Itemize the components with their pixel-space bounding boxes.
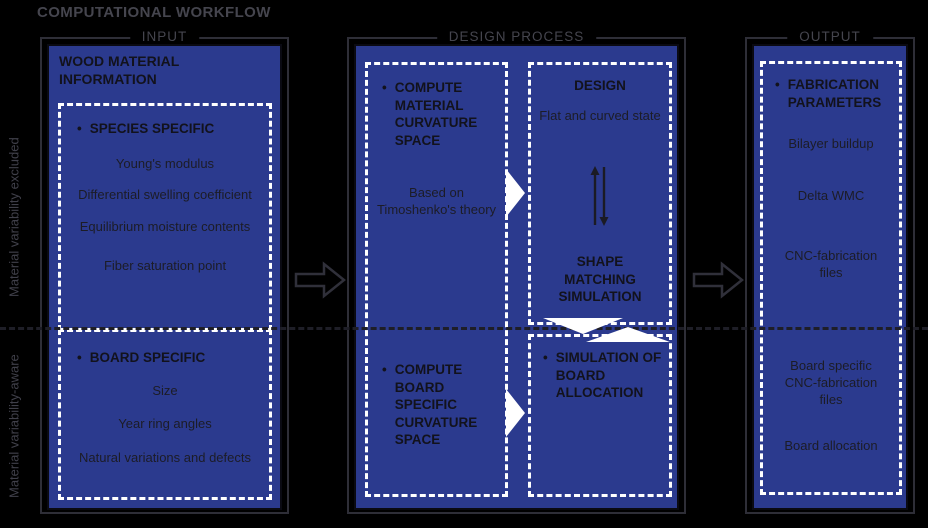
output-item: Bilayer buildup	[788, 136, 874, 151]
triangle-right-icon	[506, 169, 525, 217]
output-item: Delta WMC	[797, 188, 865, 203]
fabrication-parameters-box	[752, 44, 908, 510]
bullet-icon: •	[77, 350, 82, 365]
double-vertical-arrow-icon	[590, 166, 609, 226]
species-item: Fiber saturation point	[103, 258, 227, 274]
output-section-label: OUTPUT	[787, 29, 873, 44]
compute-board-curvature-heading: • COMPUTE BOARD SPECIFIC CURVATURE SPACE	[382, 361, 497, 449]
timoshenko-note: Based on Timoshenko's theory	[376, 185, 497, 217]
output-item: Board allocation	[784, 438, 878, 453]
shape-matching-heading-text: SHAPE MATCHING SIMULATION	[558, 254, 642, 305]
simulation-allocation-heading: • SIMULATION OF BOARD ALLOCATION	[543, 349, 663, 402]
wood-material-information-title: WOOD MATERIAL INFORMATION	[59, 53, 180, 88]
design-process-section-frame: DESIGN PROCESS	[347, 29, 686, 514]
bullet-icon: •	[77, 121, 82, 136]
design-heading-text: DESIGN	[574, 78, 626, 93]
curvature-space-box: • COMPUTE MATERIAL CURVATURE SPACE Based…	[365, 62, 508, 497]
board-allocation-sim-box: • SIMULATION OF BOARD ALLOCATION	[528, 334, 672, 497]
flow-arrow-right-icon	[294, 261, 346, 299]
fabrication-parameters-heading: • FABRICATION PARAMETERS	[775, 76, 891, 111]
shape-matching-heading: SHAPE MATCHING SIMULATION	[531, 253, 669, 306]
compute-board-curvature-text: COMPUTE BOARD SPECIFIC CURVATURE SPACE	[394, 362, 478, 448]
flat-curved-note: Flat and curved state	[539, 108, 661, 123]
board-specific-heading: • BOARD SPECIFIC	[77, 349, 269, 367]
board-specific-heading-text: BOARD SPECIFIC	[89, 350, 206, 365]
board-specific-box: • BOARD SPECIFIC Size Year ring angles N…	[58, 329, 272, 500]
design-box: DESIGN Flat and curved state SHAPE MATCH…	[528, 62, 672, 325]
side-label-variability-aware: Material variability-aware	[6, 354, 22, 498]
board-item: Year ring angles	[118, 416, 212, 432]
triangle-right-icon	[506, 389, 525, 437]
flow-arrow-right-icon	[692, 261, 744, 299]
side-label-variability-excluded: Material variability excluded	[6, 137, 22, 297]
design-heading: DESIGN	[531, 77, 669, 95]
compute-material-curvature-heading: • COMPUTE MATERIAL CURVATURE SPACE	[382, 79, 497, 149]
compute-material-curvature-text: COMPUTE MATERIAL CURVATURE SPACE	[394, 80, 478, 148]
simulation-allocation-text: SIMULATION OF BOARD ALLOCATION	[555, 350, 662, 401]
board-item: Natural variations and defects	[79, 450, 251, 466]
wood-material-information-box	[47, 44, 282, 510]
bullet-icon: •	[775, 77, 780, 92]
output-item: CNC-fabrication files	[784, 248, 878, 280]
bullet-icon: •	[382, 362, 387, 377]
fabrication-parameters-dotted-box: • FABRICATION PARAMETERS Bilayer buildup…	[760, 61, 902, 495]
input-section-frame: INPUT	[40, 29, 289, 514]
species-specific-heading-text: SPECIES SPECIFIC	[89, 121, 215, 136]
board-item: Size	[152, 382, 178, 398]
bullet-icon: •	[543, 350, 548, 365]
page-title: COMPUTATIONAL WORKFLOW	[37, 4, 271, 21]
output-section-frame: OUTPUT	[745, 29, 915, 514]
fabrication-parameters-text: FABRICATION PARAMETERS	[787, 77, 882, 110]
bullet-icon: •	[382, 80, 387, 95]
species-specific-box: • SPECIES SPECIFIC Young's modulus Diffe…	[58, 103, 272, 331]
design-process-section-label: DESIGN PROCESS	[436, 29, 597, 44]
input-section-label: INPUT	[129, 29, 200, 44]
species-specific-heading: • SPECIES SPECIFIC	[77, 120, 269, 138]
species-item: Differential swelling coefficient	[78, 187, 252, 203]
species-item: Young's modulus	[115, 155, 215, 171]
species-item: Equilibrium moisture contents	[79, 219, 251, 235]
variability-divider-line	[0, 327, 928, 330]
output-item: Board specific CNC-fabrication files	[784, 358, 878, 407]
